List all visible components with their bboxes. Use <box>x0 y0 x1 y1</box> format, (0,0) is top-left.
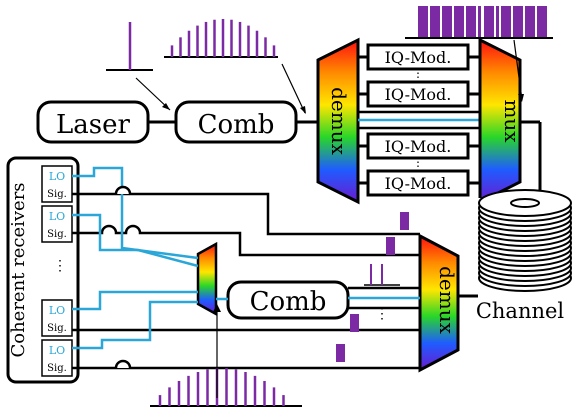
svg-text:Sig.: Sig. <box>47 189 67 200</box>
svg-text:⋮: ⋮ <box>53 258 67 274</box>
svg-text:LO: LO <box>49 210 65 223</box>
svg-text:Sig.: Sig. <box>47 229 67 240</box>
arrow-mux <box>513 39 523 101</box>
rx-channel-spectra <box>336 212 409 362</box>
svg-text:Sig.: Sig. <box>47 363 67 374</box>
fiber-spool <box>478 189 572 292</box>
tx-comb-label: Comb <box>198 110 275 140</box>
svg-text:LO: LO <box>49 304 65 317</box>
iq-modulators: IQ-Mod. ⋮ IQ-Mod. IQ-Mod. ⋮ IQ-Mod. <box>358 43 480 197</box>
svg-text:IQ-Mod.: IQ-Mod. <box>385 48 452 67</box>
svg-text:LO: LO <box>49 170 65 183</box>
iq-mod-3 <box>366 132 470 160</box>
spool-hole <box>510 198 540 208</box>
iq-mod-1 <box>366 43 470 71</box>
modulated-spectrum <box>405 6 553 39</box>
arrow-laser <box>135 77 171 111</box>
tx-mux <box>478 37 522 205</box>
lo-demux <box>196 241 218 317</box>
transmitter: Laser Comb demux IQ-Mod. ⋮ <box>36 6 553 205</box>
svg-text:IQ-Mod.: IQ-Mod. <box>385 85 452 104</box>
arrow-comb <box>281 63 306 114</box>
tx-demux <box>316 37 360 205</box>
receiver-4: LO Sig. <box>41 339 73 377</box>
rx-comb-label: Comb <box>250 287 327 317</box>
rx-comb-spectrum <box>150 368 302 407</box>
laser-spectrum <box>106 22 153 71</box>
receiver-3: LO Sig. <box>41 299 73 337</box>
lo-lines <box>72 166 420 350</box>
svg-text:LO: LO <box>49 344 65 357</box>
iq-mod-4 <box>366 169 470 197</box>
rx-demux <box>418 233 460 373</box>
laser-label: Laser <box>56 110 130 140</box>
iq-mod-2 <box>366 80 470 108</box>
svg-text:IQ-Mod.: IQ-Mod. <box>385 137 452 156</box>
svg-text:IQ-Mod.: IQ-Mod. <box>385 174 452 193</box>
receiver-1: LO Sig. <box>41 165 73 203</box>
tx-demux-label: demux <box>327 87 351 155</box>
tx-comb-spectrum <box>164 19 278 58</box>
svg-text:Sig.: Sig. <box>47 323 67 334</box>
coherent-receivers-label: Coherent receivers <box>8 182 29 357</box>
rx-demux-label: demux <box>435 266 459 334</box>
receiver-2: LO Sig. <box>41 205 73 243</box>
channel-label: Channel <box>476 299 565 323</box>
receiver: Coherent receivers LO Sig. LO Sig. ⋮ LO … <box>6 156 478 407</box>
svg-text:⋮: ⋮ <box>375 306 389 322</box>
